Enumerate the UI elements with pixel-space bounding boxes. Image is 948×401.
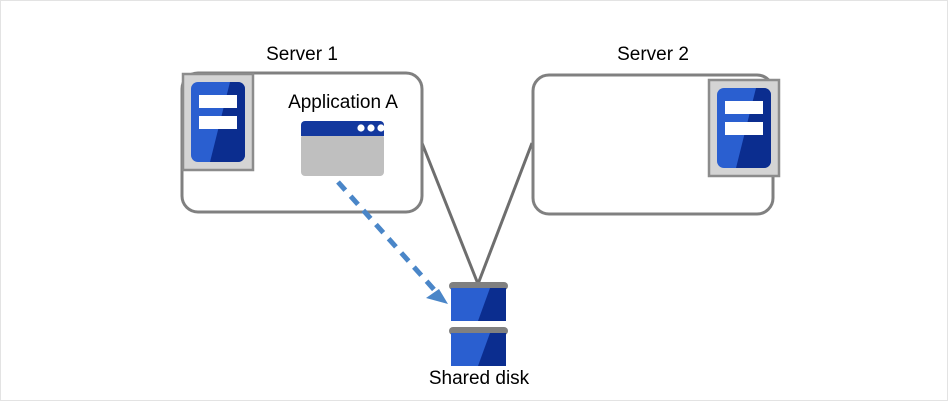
application-window-icon[interactable] [301,121,385,176]
application-a-label: Application A [288,92,398,113]
access-arrow [336,180,448,304]
connector-server2-to-disk [476,142,534,285]
server-icon [181,72,255,172]
server1-label: Server 1 [266,44,338,65]
disk-stack-icon[interactable] [449,282,508,366]
connector-server1-to-disk [420,142,480,285]
shared-disk-label: Shared disk [428,368,530,389]
server2-label: Server 2 [617,44,689,65]
server-icon [707,78,781,178]
